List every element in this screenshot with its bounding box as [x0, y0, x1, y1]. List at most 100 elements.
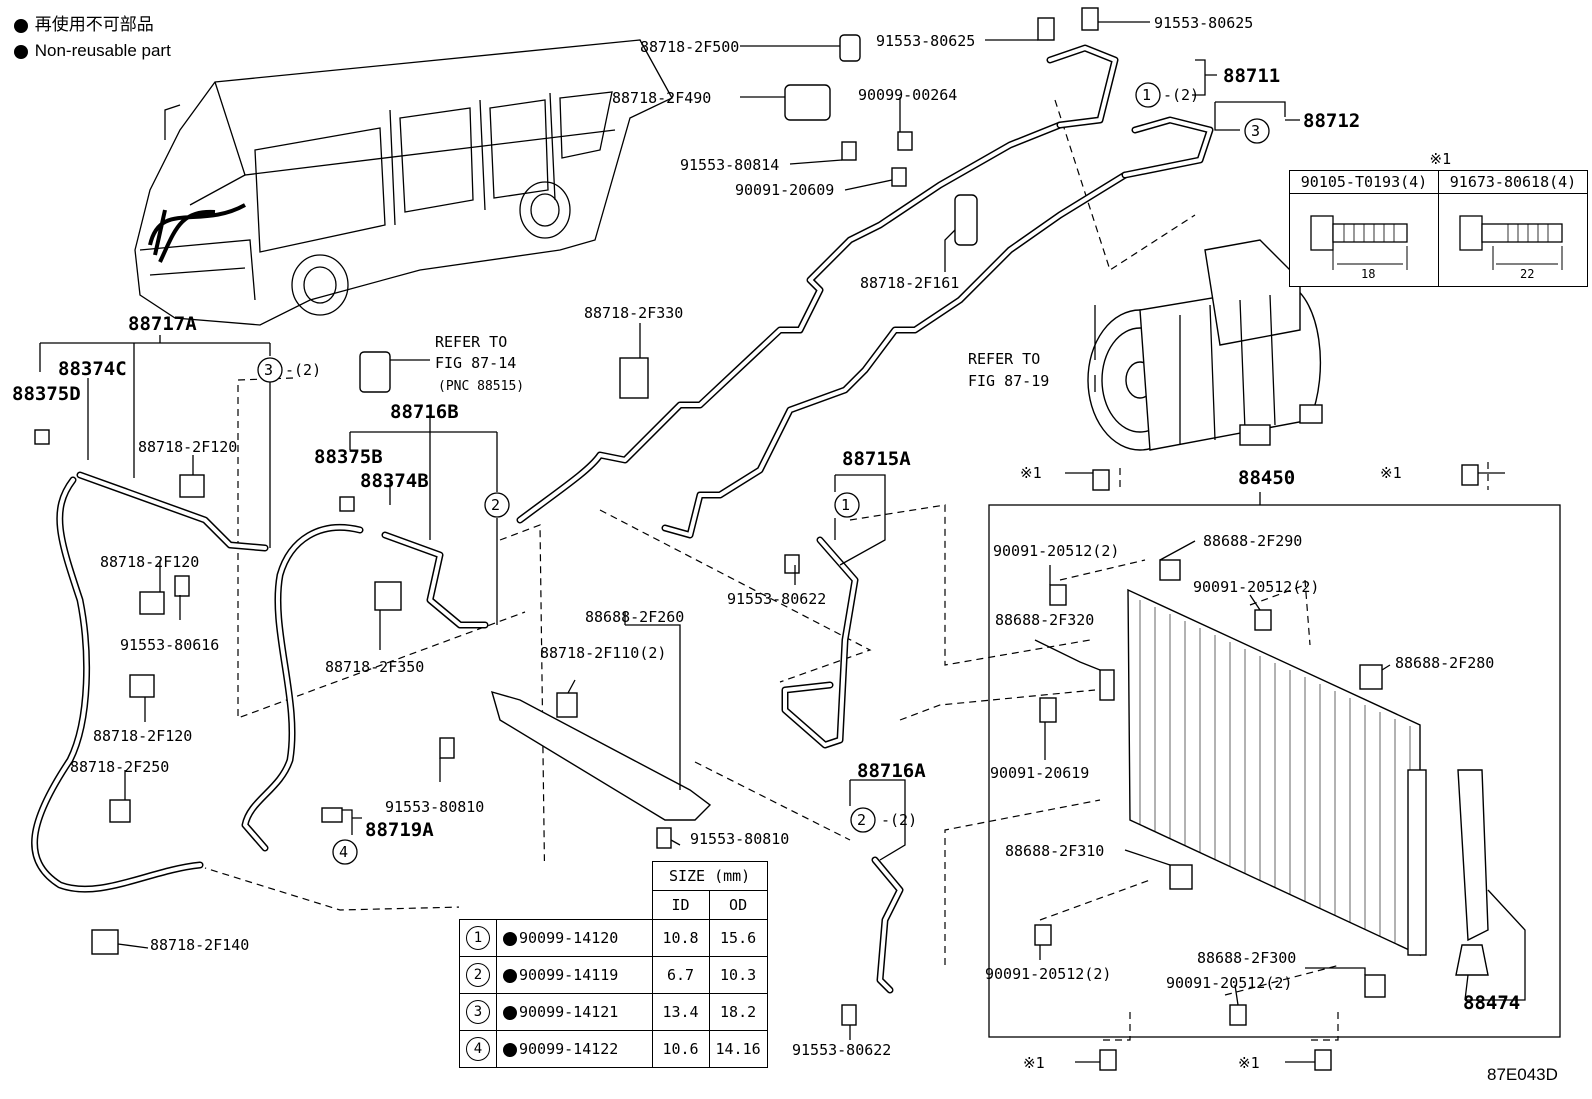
col-od: OD — [708, 890, 768, 920]
label-note-mark-d: ※1 — [1238, 1054, 1260, 1072]
compressor-illustration — [1087, 239, 1323, 451]
bolt-b-length: 22 — [1520, 267, 1534, 280]
label-88688-2F280: 88688-2F280 — [1395, 654, 1494, 672]
label-refer2-b: FIG 87-19 — [968, 372, 1049, 390]
label-88718-2F350: 88718-2F350 — [325, 658, 424, 676]
size-header: SIZE (mm) — [651, 861, 768, 891]
bolt-b-figure: 22 — [1438, 193, 1588, 287]
label-88375D: 88375D — [12, 383, 81, 405]
non-reusable-dot-icon — [503, 1005, 517, 1020]
label-88711: 88711 — [1223, 65, 1280, 87]
condenser-assembly — [988, 504, 1561, 1038]
label-note-mark-b: ※1 — [1380, 464, 1402, 482]
row-number: 1 — [466, 926, 490, 950]
label-88688-2F320: 88688-2F320 — [995, 611, 1094, 629]
callout-2-text: 2 — [857, 811, 866, 829]
row-number: 2 — [466, 963, 490, 987]
label-refer-b: FIG 87-14 — [435, 354, 516, 372]
label-90091-20512-c: 90091-20512(2) — [985, 965, 1111, 983]
callout-circles: 1 3 3 2 1 2 4 — [257, 82, 1270, 865]
label-88718-2F250: 88718-2F250 — [70, 758, 169, 776]
row-od: 14.16 — [708, 1030, 768, 1068]
legend: 再使用不可部品 Non-reusable part — [14, 12, 171, 64]
label-88374B: 88374B — [360, 470, 429, 492]
callout-1 — [1135, 82, 1161, 108]
label-88718-2F330: 88718-2F330 — [584, 304, 683, 322]
o-ring-size-table: SIZE (mm) ID OD 1 90099-14120 10.8 15.6 … — [459, 861, 768, 1068]
label-88718-2F120-c: 88718-2F120 — [93, 727, 192, 745]
row-part: 90099-14119 — [519, 966, 619, 984]
label-91553-80616: 91553-80616 — [120, 636, 219, 654]
label-90091-20512-a: 90091-20512(2) — [993, 542, 1119, 560]
van-illustration — [134, 39, 673, 326]
label-88716B: 88716B — [390, 401, 459, 423]
label-88718-2F500: 88718-2F500 — [640, 38, 739, 56]
label-88688-2F300: 88688-2F300 — [1197, 949, 1296, 967]
label-88717A: 88717A — [128, 313, 197, 335]
bolt-b-icon: 22 — [1459, 215, 1563, 281]
table-row: 2 90099-14119 6.7 10.3 — [459, 956, 768, 994]
label-91553-80810-b: 91553-80810 — [690, 830, 789, 848]
legend-jp: 再使用不可部品 — [14, 12, 171, 38]
legend-en: Non-reusable part — [14, 38, 171, 64]
label-88719A: 88719A — [365, 819, 434, 841]
table-row: 1 90099-14120 10.8 15.6 — [459, 919, 768, 957]
label-88374C: 88374C — [58, 358, 127, 380]
label-88718-2F110: 88718-2F110(2) — [540, 644, 666, 662]
label-91553-80810-a: 91553-80810 — [385, 798, 484, 816]
row-part: 90099-14121 — [519, 1003, 619, 1021]
non-reusable-dot-icon — [503, 1042, 517, 1057]
label-91553-80625-a: 91553-80625 — [876, 32, 975, 50]
callout-1-text: 1 — [1142, 86, 1151, 104]
callout-3 — [1244, 118, 1270, 144]
label-90099-00264: 90099-00264 — [858, 86, 957, 104]
label-90091-20619: 90091-20619 — [990, 764, 1089, 782]
label-91553-80622-b: 91553-80622 — [792, 1041, 891, 1059]
label-88715A: 88715A — [842, 448, 911, 470]
bolt-a-part: 90105-T0193(4) — [1289, 170, 1439, 194]
table-row: 3 90099-14121 13.4 18.2 — [459, 993, 768, 1031]
label-88688-2F260: 88688-2F260 — [585, 608, 684, 626]
callout-4 — [332, 839, 358, 865]
label-91553-80622-a: 91553-80622 — [727, 590, 826, 608]
leader-lines — [39, 21, 1526, 1063]
label-88718-2F490: 88718-2F490 — [612, 89, 711, 107]
callout-2 — [484, 492, 510, 518]
callout-3 — [257, 357, 283, 383]
figure-code: 87E043D — [1487, 1065, 1558, 1084]
label-88712: 88712 — [1303, 110, 1360, 132]
label-qty-2-b: -(2) — [285, 361, 321, 379]
label-qty-2-c: -(2) — [881, 811, 917, 829]
label-88718-2F140: 88718-2F140 — [150, 936, 249, 954]
row-id: 10.6 — [651, 1030, 710, 1068]
bracket-88688-2F260 — [490, 690, 712, 821]
callout-2 — [850, 807, 876, 833]
note-mark: ※1 — [1429, 150, 1452, 168]
row-number: 3 — [466, 1000, 490, 1024]
label-refer-a: REFER TO — [435, 333, 507, 351]
row-id: 10.8 — [651, 919, 710, 957]
label-91553-80625-b: 91553-80625 — [1154, 14, 1253, 32]
callout-4-text: 4 — [339, 843, 348, 861]
bolt-b-part: 91673-80618(4) — [1438, 170, 1588, 194]
small-parts — [34, 7, 1479, 1071]
row-od: 10.3 — [708, 956, 768, 994]
row-number: 4 — [466, 1037, 490, 1061]
label-refer-c: (PNC 88515) — [438, 379, 524, 394]
refrigerant-pipes — [31, 44, 1214, 994]
label-91553-80814: 91553-80814 — [680, 156, 779, 174]
label-qty-2-a: -(2) — [1163, 86, 1199, 104]
row-part: 90099-14122 — [519, 1040, 619, 1058]
non-reusable-dot-icon — [14, 18, 28, 33]
table-row: 4 90099-14122 10.6 14.16 — [459, 1030, 768, 1068]
part-labels: 88718-2F500 88718-2F490 91553-80625 9155… — [12, 14, 1558, 1084]
callout-3-text: 3 — [1251, 122, 1260, 140]
callout-3-text: 3 — [264, 361, 273, 379]
label-note-mark-a: ※1 — [1020, 464, 1042, 482]
label-90091-20512-d: 90091-20512(2) — [1166, 974, 1292, 992]
row-id: 6.7 — [651, 956, 710, 994]
non-reusable-dot-icon — [503, 931, 517, 946]
label-note-mark-c: ※1 — [1023, 1054, 1045, 1072]
bolt-a-icon: 18 — [1310, 215, 1408, 281]
